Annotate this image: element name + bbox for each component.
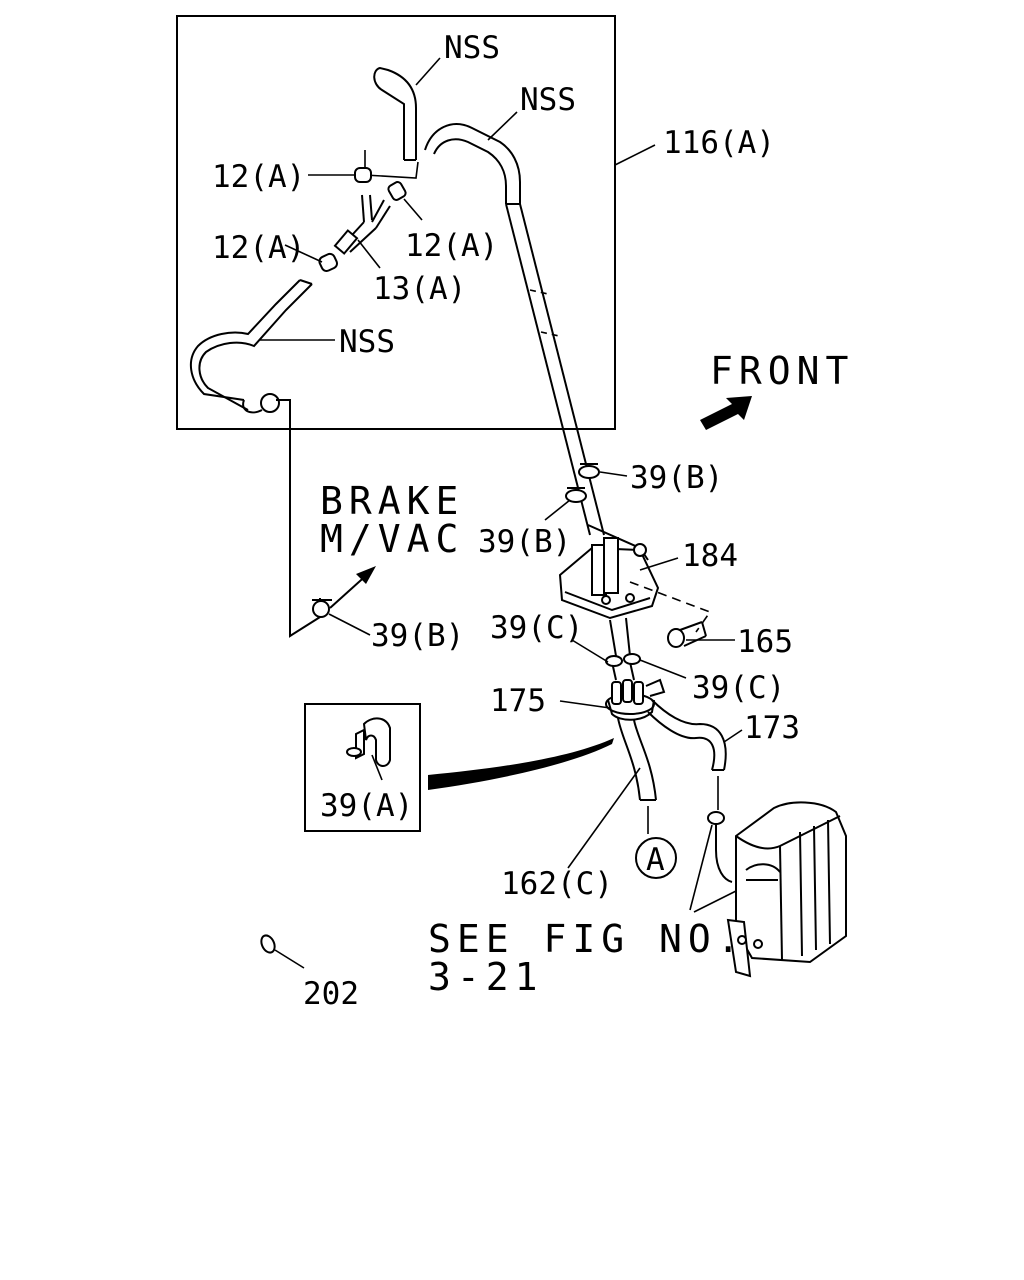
label-39c-1: 39(C) bbox=[490, 610, 583, 646]
nss-hose-lower-bend bbox=[189, 279, 313, 414]
label-184: 184 bbox=[682, 538, 738, 574]
part-202 bbox=[260, 934, 276, 954]
label-brake-1: BRAKE bbox=[320, 479, 464, 523]
valve-bracket-184 bbox=[558, 524, 660, 620]
label-165: 165 bbox=[737, 624, 793, 660]
hose-162c bbox=[617, 717, 657, 834]
label-12a-3: 12(A) bbox=[212, 230, 305, 266]
leader-see-fig-a bbox=[689, 824, 713, 911]
pipe-down-left bbox=[609, 619, 617, 657]
label-see-fig-2: 3-21 bbox=[428, 955, 544, 999]
leader-184 bbox=[639, 557, 679, 571]
label-see-fig-1: SEE FIG NO. bbox=[428, 917, 746, 961]
bolt-165 bbox=[667, 621, 707, 648]
fitting-175 bbox=[605, 678, 666, 721]
leader-13a bbox=[357, 239, 381, 269]
label-12a-1: 12(A) bbox=[212, 159, 305, 195]
label-39a: 39(A) bbox=[320, 788, 413, 824]
leader-173 bbox=[723, 729, 743, 743]
leader-202 bbox=[274, 949, 305, 969]
leader-12a-2 bbox=[403, 198, 423, 221]
clip-39b-upper bbox=[578, 463, 600, 479]
clip-39a-detail bbox=[346, 717, 391, 781]
label-39b-1: 39(B) bbox=[630, 460, 723, 496]
label-12a-2: 12(A) bbox=[405, 228, 498, 264]
cap-12a-left bbox=[318, 252, 338, 272]
pipe-down-right bbox=[625, 617, 631, 657]
charcoal-canister bbox=[726, 801, 847, 978]
label-nss-3: NSS bbox=[339, 324, 395, 360]
leader-12a-3 bbox=[284, 244, 323, 263]
label-175: 175 bbox=[490, 683, 546, 719]
label-nss-2: NSS bbox=[520, 82, 576, 118]
leader-39b-3 bbox=[328, 613, 371, 636]
nss-hose-upper-right bbox=[424, 123, 521, 205]
clip-39c-left bbox=[605, 655, 623, 667]
clip-39b-middle bbox=[565, 487, 587, 503]
hose-bracket bbox=[364, 150, 419, 179]
label-162c: 162(C) bbox=[501, 866, 613, 902]
front-arrow-icon bbox=[700, 396, 752, 430]
label-39b-2: 39(B) bbox=[478, 524, 571, 560]
leader-116a bbox=[614, 144, 656, 166]
circle-a-callout bbox=[635, 837, 677, 879]
leader-39c-2 bbox=[639, 659, 687, 679]
label-circle-a: A bbox=[646, 842, 665, 878]
hose-173 bbox=[647, 699, 727, 810]
brake-vac-line bbox=[276, 399, 329, 638]
y-joint-13a bbox=[333, 194, 391, 255]
cap-12a-top bbox=[354, 167, 372, 183]
inset-box-39a bbox=[304, 703, 421, 832]
leader-39b-1 bbox=[599, 471, 628, 477]
clip-39c-right bbox=[623, 653, 641, 665]
label-front: FRONT bbox=[710, 349, 854, 393]
label-nss-1: NSS bbox=[444, 30, 500, 66]
leader-162c bbox=[567, 767, 641, 869]
clip-39b-lower bbox=[312, 598, 332, 618]
cap-12a-right bbox=[387, 181, 407, 201]
nss-hose-upper-loop bbox=[373, 66, 417, 161]
leader-39b-2 bbox=[544, 499, 571, 521]
leader-see-fig-b bbox=[693, 889, 739, 913]
detail-box bbox=[176, 15, 616, 430]
inset-leader bbox=[428, 738, 614, 790]
leader-nss-2 bbox=[487, 111, 518, 141]
long-vapor-pipe bbox=[505, 203, 605, 536]
label-116a: 116(A) bbox=[663, 125, 775, 161]
label-brake-2: M/VAC bbox=[320, 517, 464, 561]
leader-39c-1 bbox=[571, 639, 609, 663]
brake-vac-arrow bbox=[329, 566, 376, 609]
clip-canister bbox=[707, 811, 733, 883]
label-39b-3: 39(B) bbox=[371, 618, 464, 654]
leader-nss-1 bbox=[415, 57, 441, 86]
label-173: 173 bbox=[744, 710, 800, 746]
label-13a: 13(A) bbox=[373, 271, 466, 307]
label-202: 202 bbox=[303, 976, 359, 1012]
leader-175 bbox=[559, 700, 611, 709]
label-39c-2: 39(C) bbox=[692, 670, 785, 706]
